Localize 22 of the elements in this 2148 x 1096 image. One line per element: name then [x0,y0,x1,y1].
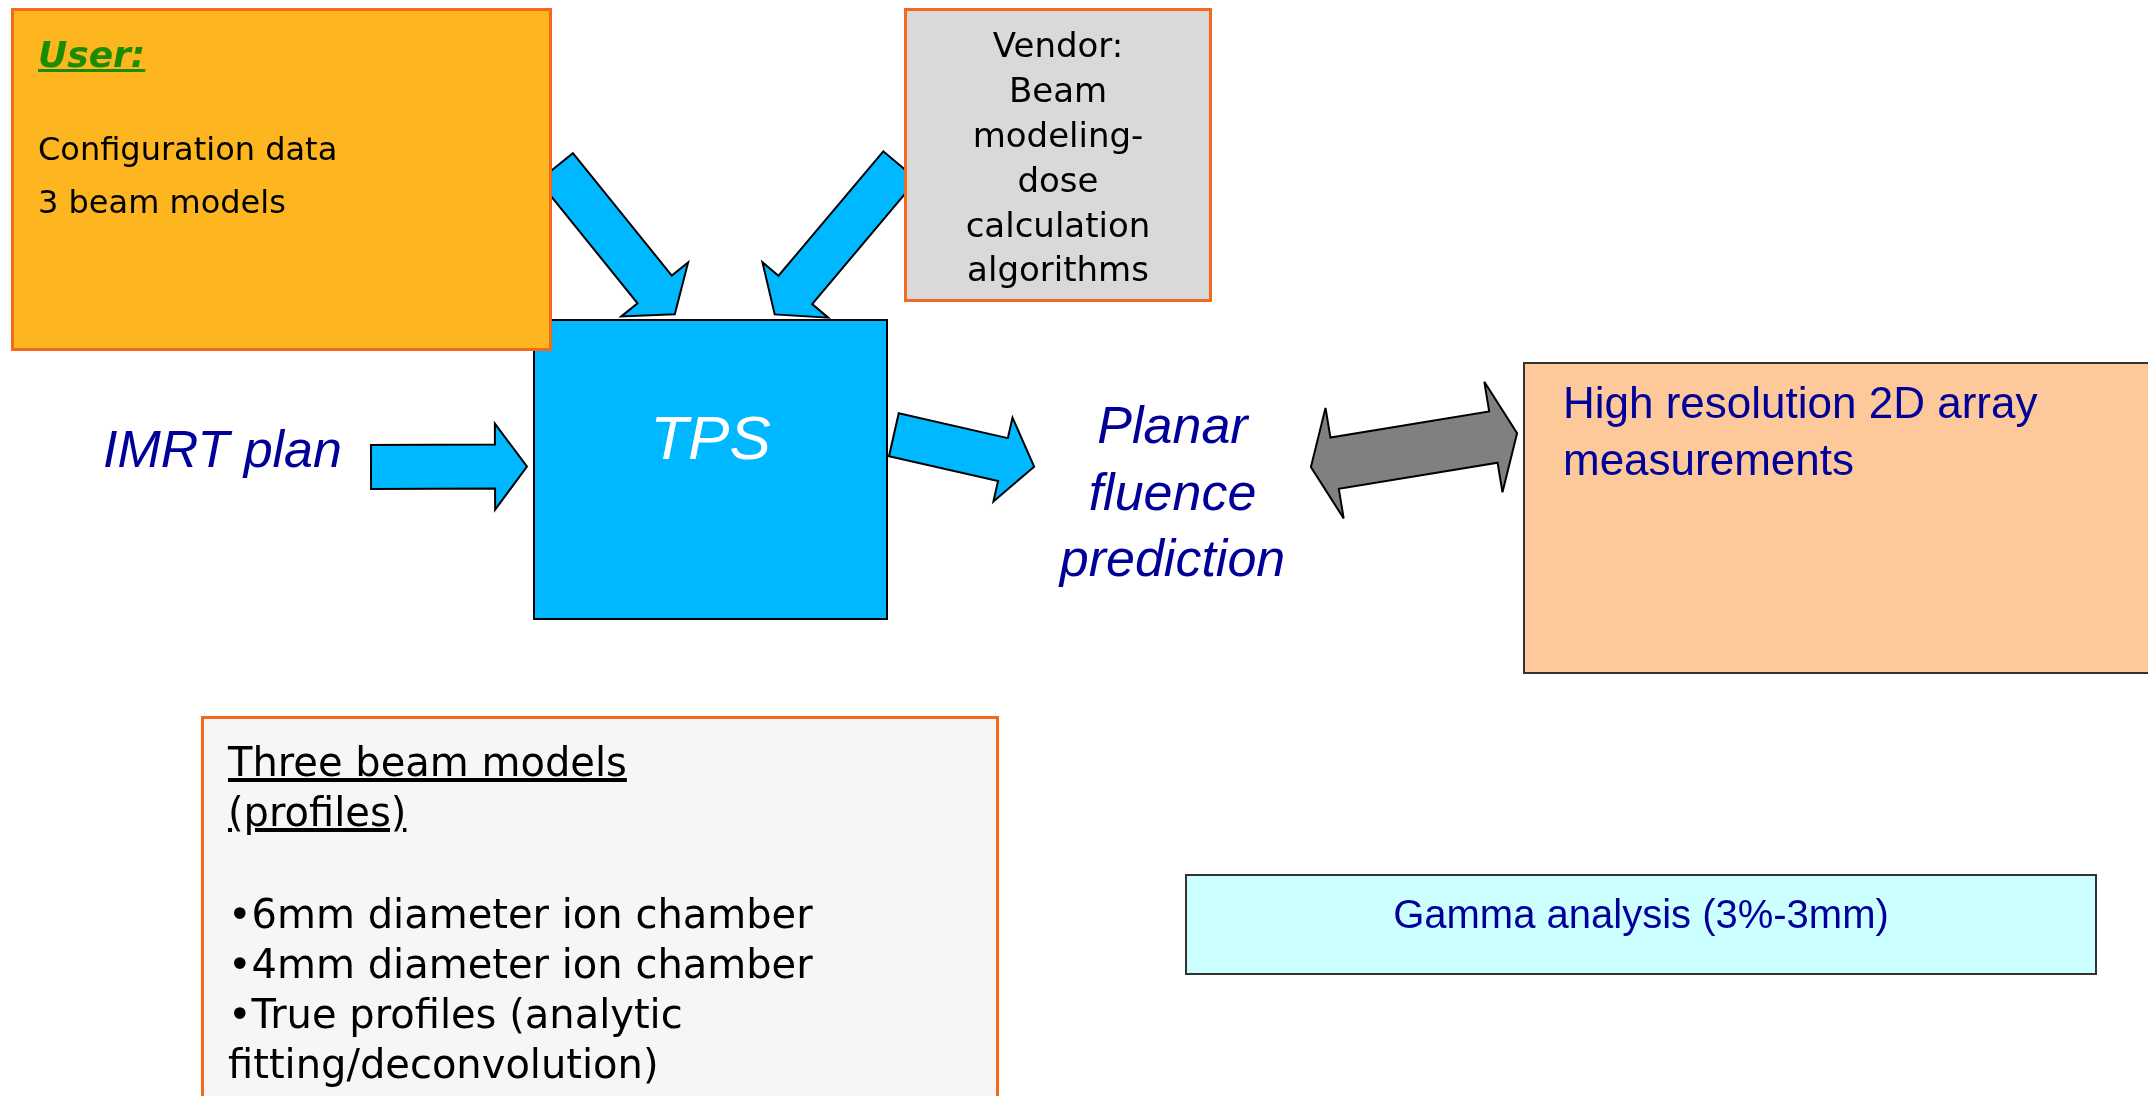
list-item: •4mm diameter ion chamber [228,940,813,989]
block-arrow [887,412,1036,505]
box-heading: User: [38,33,146,77]
measurement-box [1523,362,2148,674]
analysis-box [1185,874,2097,975]
node-label: IMRT plan [103,419,342,480]
box-text: Configuration data [38,130,338,169]
box-text: High resolution 2D array measurements [1563,377,2039,487]
beam-models-box [201,716,999,1096]
block-arrow [369,420,529,513]
box-heading: Three beam models (profiles) [228,738,628,837]
node-label: Planar fluence prediction [1057,395,1287,590]
box-label: TPS [650,402,771,474]
box-text: Vendor: Beam modeling- dose calculation algorithms [964,24,1152,292]
process-box [533,319,888,620]
list-item: •True profiles (analytic fitting/deconvolution) [228,990,684,1089]
double-block-arrow [1309,380,1519,520]
list-item: •6mm diameter ion chamber [228,890,813,939]
vendor-box [904,8,1212,302]
box-text: 3 beam models [38,182,286,221]
box-text: Gamma analysis (3%-3mm) [1393,891,1889,938]
user-box [11,8,552,351]
